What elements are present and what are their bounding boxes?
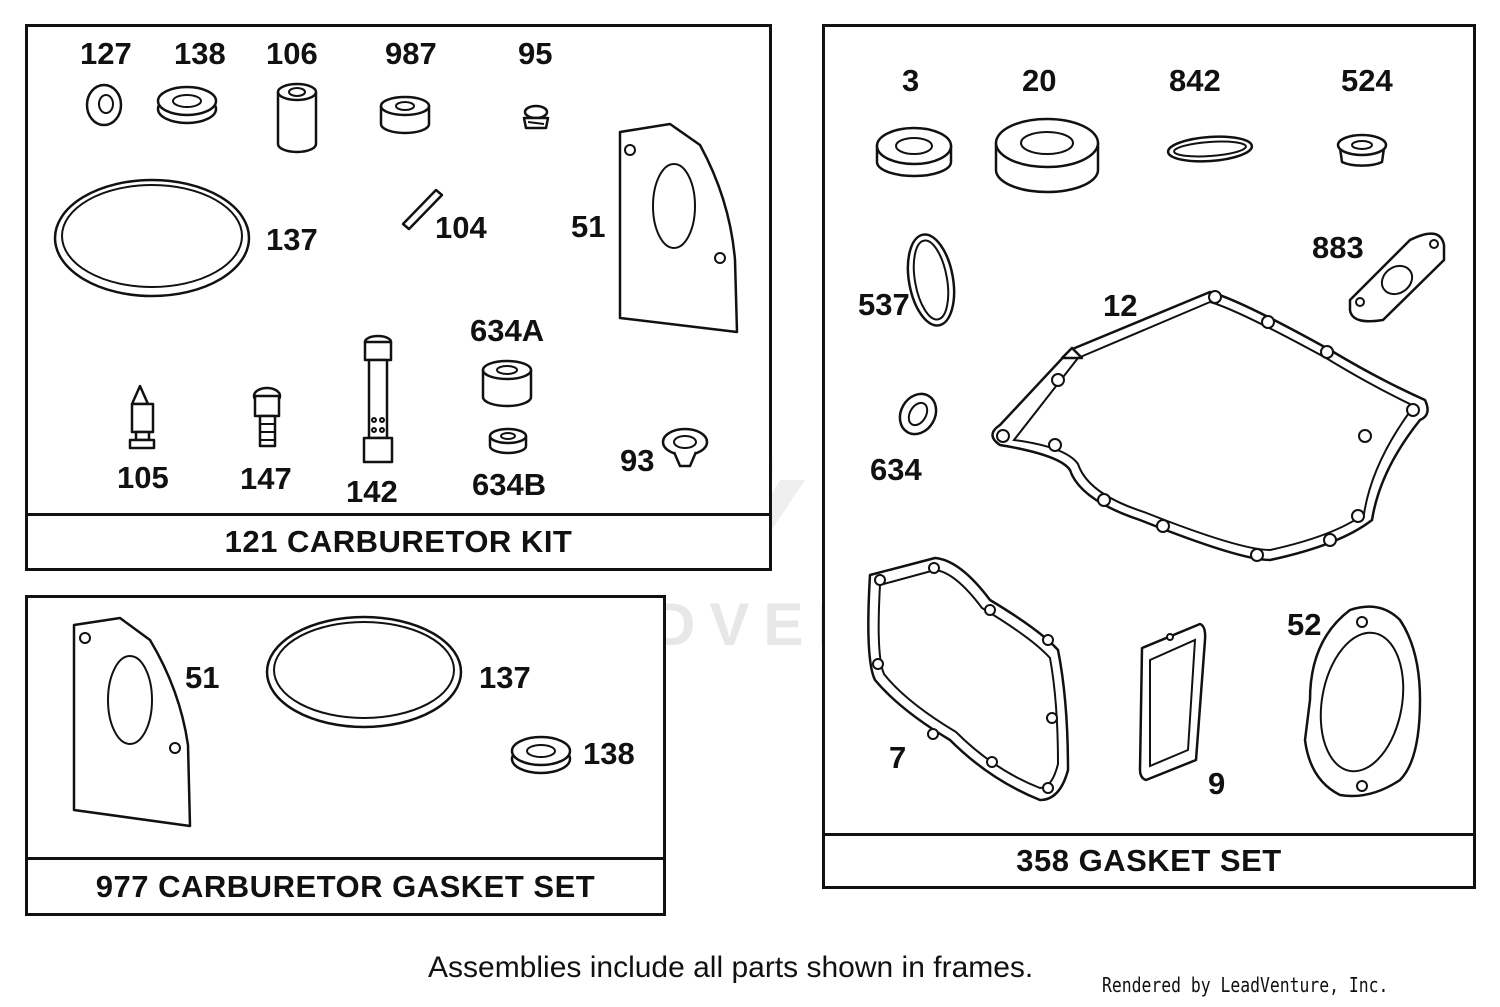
gasket-set-label-3: 3 <box>902 63 920 98</box>
part-142-tube-icon <box>362 334 394 464</box>
part-842-ring-icon <box>1166 135 1254 163</box>
part-147-screw-icon <box>252 386 282 448</box>
assemblies-note: Assemblies include all parts shown in fr… <box>428 951 1034 984</box>
part-3-oil-seal-icon <box>875 126 953 178</box>
part-634a-spacer-icon <box>481 359 533 408</box>
carb-kit-label-104: 104 <box>435 210 487 245</box>
carburetor-gasket-set-title: 977 CARBURETOR GASKET SET <box>28 857 663 913</box>
gasket-set-label-7: 7 <box>889 740 907 775</box>
gasket-set-label-12: 12 <box>1103 288 1138 323</box>
part-524-plug-icon <box>1336 133 1388 167</box>
carb-gasket-label-137: 137 <box>479 660 531 695</box>
part-137-o-ring-icon <box>53 178 251 298</box>
part-137-o-ring-icon <box>265 615 463 729</box>
carb-kit-label-93: 93 <box>620 443 655 478</box>
part-138-seal-icon <box>156 85 218 125</box>
gasket-set-label-842: 842 <box>1169 63 1221 98</box>
part-52-gasket-icon <box>1303 605 1422 798</box>
part-9-gasket-icon <box>1138 622 1207 782</box>
carb-kit-label-106: 106 <box>266 36 318 71</box>
part-127-washer-icon <box>85 83 123 127</box>
part-95-screw-icon <box>522 104 550 130</box>
gasket-set-label-524: 524 <box>1341 63 1393 98</box>
part-987-bushing-icon <box>379 95 431 135</box>
carb-kit-label-127: 127 <box>80 36 132 71</box>
gasket-set-label-537: 537 <box>858 287 910 322</box>
part-93-plug-icon <box>661 427 709 468</box>
carburetor-kit-title: 121 CARBURETOR KIT <box>28 513 769 568</box>
carb-kit-label-147: 147 <box>240 461 292 496</box>
carb-kit-label-51: 51 <box>571 209 606 244</box>
carb-kit-label-987: 987 <box>385 36 437 71</box>
carb-kit-label-142: 142 <box>346 474 398 509</box>
part-51-gasket-icon <box>72 616 192 828</box>
gasket-set-label-9: 9 <box>1208 766 1226 801</box>
carb-kit-label-137: 137 <box>266 222 318 257</box>
carb-kit-label-634a: 634A <box>470 313 545 348</box>
carb-kit-label-634b: 634B <box>472 467 547 502</box>
gasket-set-label-20: 20 <box>1022 63 1057 98</box>
part-883-gasket-icon <box>1348 232 1446 323</box>
part-634b-washer-icon <box>488 427 528 455</box>
part-12-crankcase-gasket-icon <box>991 290 1429 562</box>
carb-gasket-label-138: 138 <box>583 736 635 771</box>
gasket-set-label-634: 634 <box>870 452 922 487</box>
part-7-gasket-icon <box>867 556 1070 802</box>
rendered-by-credit: Rendered by LeadVenture, Inc. <box>1102 973 1389 997</box>
gasket-set-title: 358 GASKET SET <box>825 833 1473 886</box>
carb-gasket-label-51: 51 <box>185 660 220 695</box>
part-104-pin-icon <box>401 188 444 231</box>
gasket-set-label-52: 52 <box>1287 607 1322 642</box>
part-634-washer-icon <box>898 392 938 436</box>
gasket-set-label-883: 883 <box>1312 230 1364 265</box>
carb-kit-label-95: 95 <box>518 36 553 71</box>
part-138-seal-icon <box>510 735 572 775</box>
part-105-needle-icon <box>128 384 156 450</box>
part-51-gasket-icon <box>618 122 739 334</box>
part-20-oil-seal-icon <box>994 117 1100 194</box>
part-106-sleeve-icon <box>276 82 318 154</box>
carb-kit-label-138: 138 <box>174 36 226 71</box>
part-537-o-ring-icon <box>906 233 956 327</box>
carb-kit-label-105: 105 <box>117 460 169 495</box>
